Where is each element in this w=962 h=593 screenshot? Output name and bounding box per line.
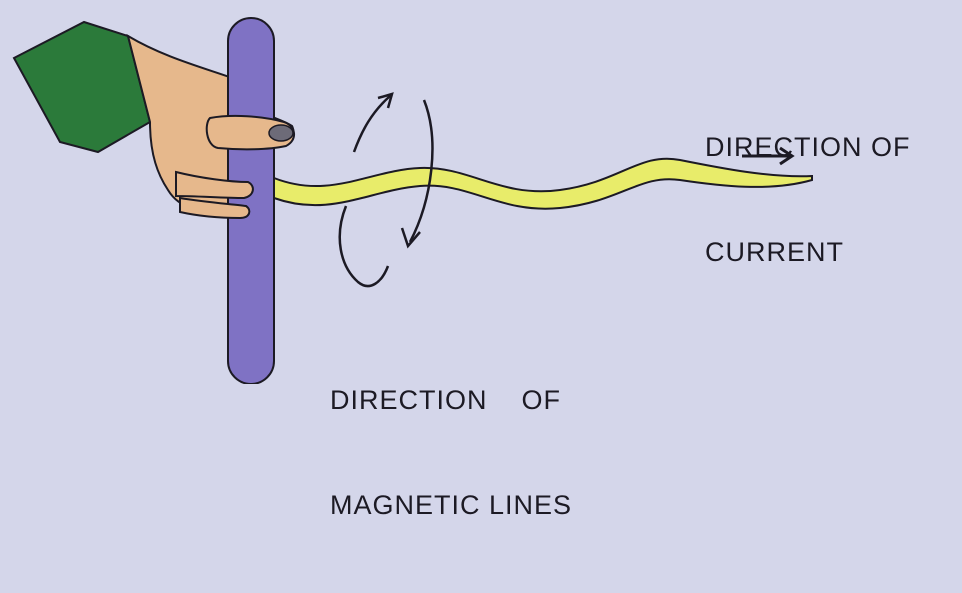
current-direction-arrow-icon	[742, 146, 795, 166]
direction-of-current-label: DIRECTION OF CURRENT	[705, 60, 911, 340]
wire	[273, 157, 813, 210]
right-hand-thumb-rule-diagram	[12, 17, 813, 384]
magnetic-line-lower-curve	[338, 205, 390, 288]
magnetic-label-line-2: MAGNETIC LINES	[330, 490, 573, 520]
current-label-line-1: DIRECTION OF	[705, 132, 911, 162]
thumbnail	[268, 124, 294, 142]
figure-canvas: DIRECTION OF CURRENT DIRECTION OF MAGNET…	[12, 17, 911, 520]
finger-lower	[179, 196, 251, 220]
magnetic-line-right-arrowhead-icon	[400, 227, 421, 249]
magnetic-line-right-curve	[408, 99, 434, 243]
vertical-conductor	[227, 17, 275, 384]
magnetic-line-upper-arrow	[352, 95, 391, 153]
current-label-line-2: CURRENT	[705, 237, 844, 267]
direction-of-magnetic-lines-label: DIRECTION OF MAGNETIC LINES	[330, 313, 572, 593]
magnetic-line-upper-arrowhead-icon	[377, 92, 394, 109]
thumb	[205, 114, 295, 151]
fingers	[175, 170, 254, 200]
magnetic-label-line-1: DIRECTION OF	[330, 385, 561, 415]
